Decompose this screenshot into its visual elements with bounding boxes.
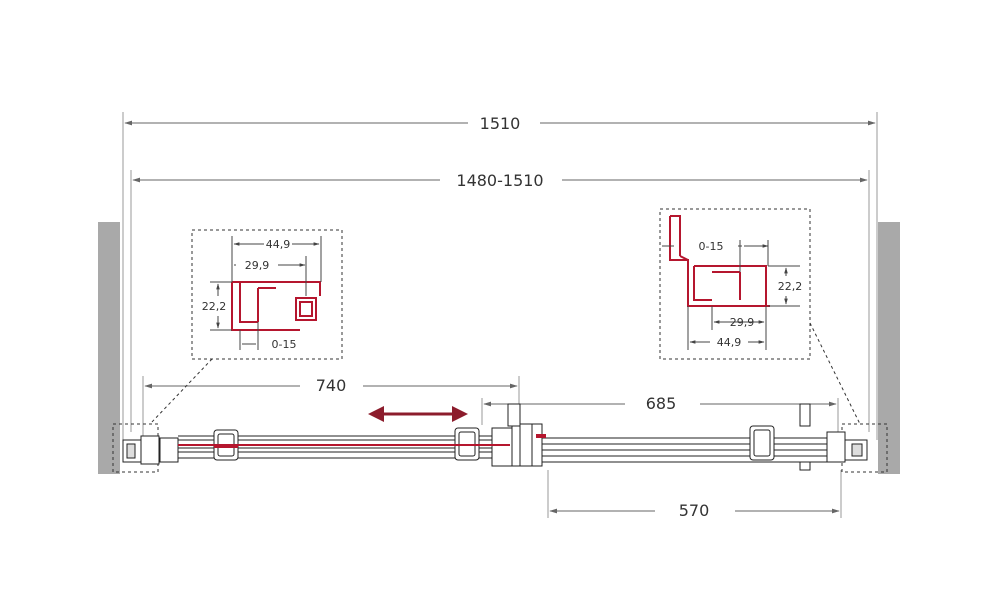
dimension-label-total-width: 1510 (480, 114, 521, 133)
left-wall (98, 222, 120, 474)
left-detail-adjust: 0-15 (272, 338, 297, 351)
dimension-total-width: 1510 (124, 114, 876, 133)
dimension-fixed-panel: 570 (549, 501, 840, 520)
left-detail-height: 22,2 (202, 300, 227, 313)
right-detail-outer-width: 44,9 (717, 336, 742, 349)
left-profile-detail: 44,9 29,9 22,2 0-15 (191, 229, 343, 360)
left-detail-inner-width: 29,9 (245, 259, 270, 272)
extension-lines (122, 112, 878, 518)
right-profile-shape (669, 215, 770, 307)
left-profile-shape (231, 281, 321, 331)
right-detail-inner-width: 29,9 (730, 316, 755, 329)
left-detail-dimension-lines (210, 236, 322, 350)
left-detail-outer-width: 44,9 (266, 238, 291, 251)
right-detail-adjust: 0-15 (699, 240, 724, 253)
dimension-label-adjust-range: 1480-1510 (456, 171, 543, 190)
dimension-right-door: 685 (483, 394, 837, 413)
rail-accents (178, 434, 546, 448)
dimension-label-left-door: 740 (316, 376, 347, 395)
sliding-direction-arrow (368, 406, 468, 422)
dimension-label-fixed-panel: 570 (679, 501, 710, 520)
dimension-label-right-door: 685 (646, 394, 677, 413)
detail-connectors (149, 322, 861, 425)
right-detail-dimension-lines (662, 240, 800, 350)
rail-assembly (122, 403, 868, 471)
dimension-left-door: 740 (144, 376, 518, 395)
right-detail-height: 22,2 (778, 280, 803, 293)
right-wall (878, 222, 900, 474)
right-profile-detail: 0-15 22,2 29,9 44,9 (659, 208, 811, 360)
dimension-adjust-range: 1480-1510 (132, 171, 868, 190)
